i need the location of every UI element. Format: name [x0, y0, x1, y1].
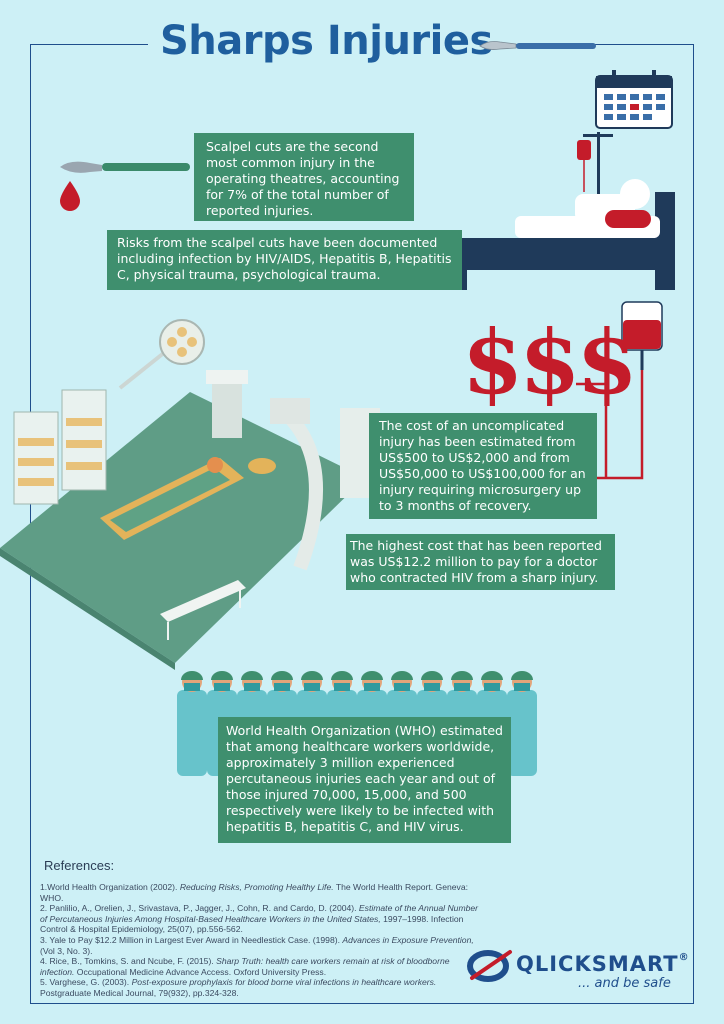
registered-mark: ® — [678, 952, 690, 963]
scalpel-blood-icon — [60, 161, 190, 211]
page-title: Sharps Injuries — [160, 18, 493, 64]
references-list: 1.World Health Organization (2002). Redu… — [40, 882, 480, 999]
brand-tagline: ... and be safe — [578, 976, 671, 991]
reference-item: 3. Yale to Pay $12.2 Million in Largest … — [40, 934, 474, 956]
calendar-icon — [595, 70, 673, 129]
surgeon-figure — [507, 671, 537, 776]
blood-bag-icon — [520, 301, 663, 480]
who-estimate-box: World Health Organization (WHO) estimate… — [218, 717, 511, 843]
dollar-signs: $$$ — [462, 310, 638, 414]
scalpel-cuts-box: Scalpel cuts are the second most common … — [194, 133, 414, 221]
reference-item: 1.World Health Organization (2002). Redu… — [40, 882, 469, 903]
brand-name: QLICKSMART — [516, 952, 679, 976]
surgeon-figure — [177, 671, 207, 776]
references-heading: References: — [44, 858, 115, 873]
logo-swoosh-icon — [467, 950, 512, 982]
hospital-bed-icon — [455, 132, 675, 290]
title-scalpel-icon — [479, 41, 596, 50]
reference-item: 4. Rice, B., Tomkins, S. and Ncube, F. (… — [40, 956, 450, 977]
reference-item: 2. Panlilio, A., Orelien, J., Srivastava… — [40, 903, 479, 935]
operating-theatre-illustration — [0, 319, 380, 670]
highest-cost-box: The highest cost that has been reported … — [346, 534, 615, 590]
reference-item: 5. Varghese, G. (2003). Post-exposure pr… — [40, 977, 437, 998]
cost-box: The cost of an uncomplicated injury has … — [369, 413, 597, 519]
risks-box: Risks from the scalpel cuts have been do… — [107, 230, 462, 290]
qlicksmart-logo: QLICKSMART® ... and be safe — [466, 944, 696, 1000]
